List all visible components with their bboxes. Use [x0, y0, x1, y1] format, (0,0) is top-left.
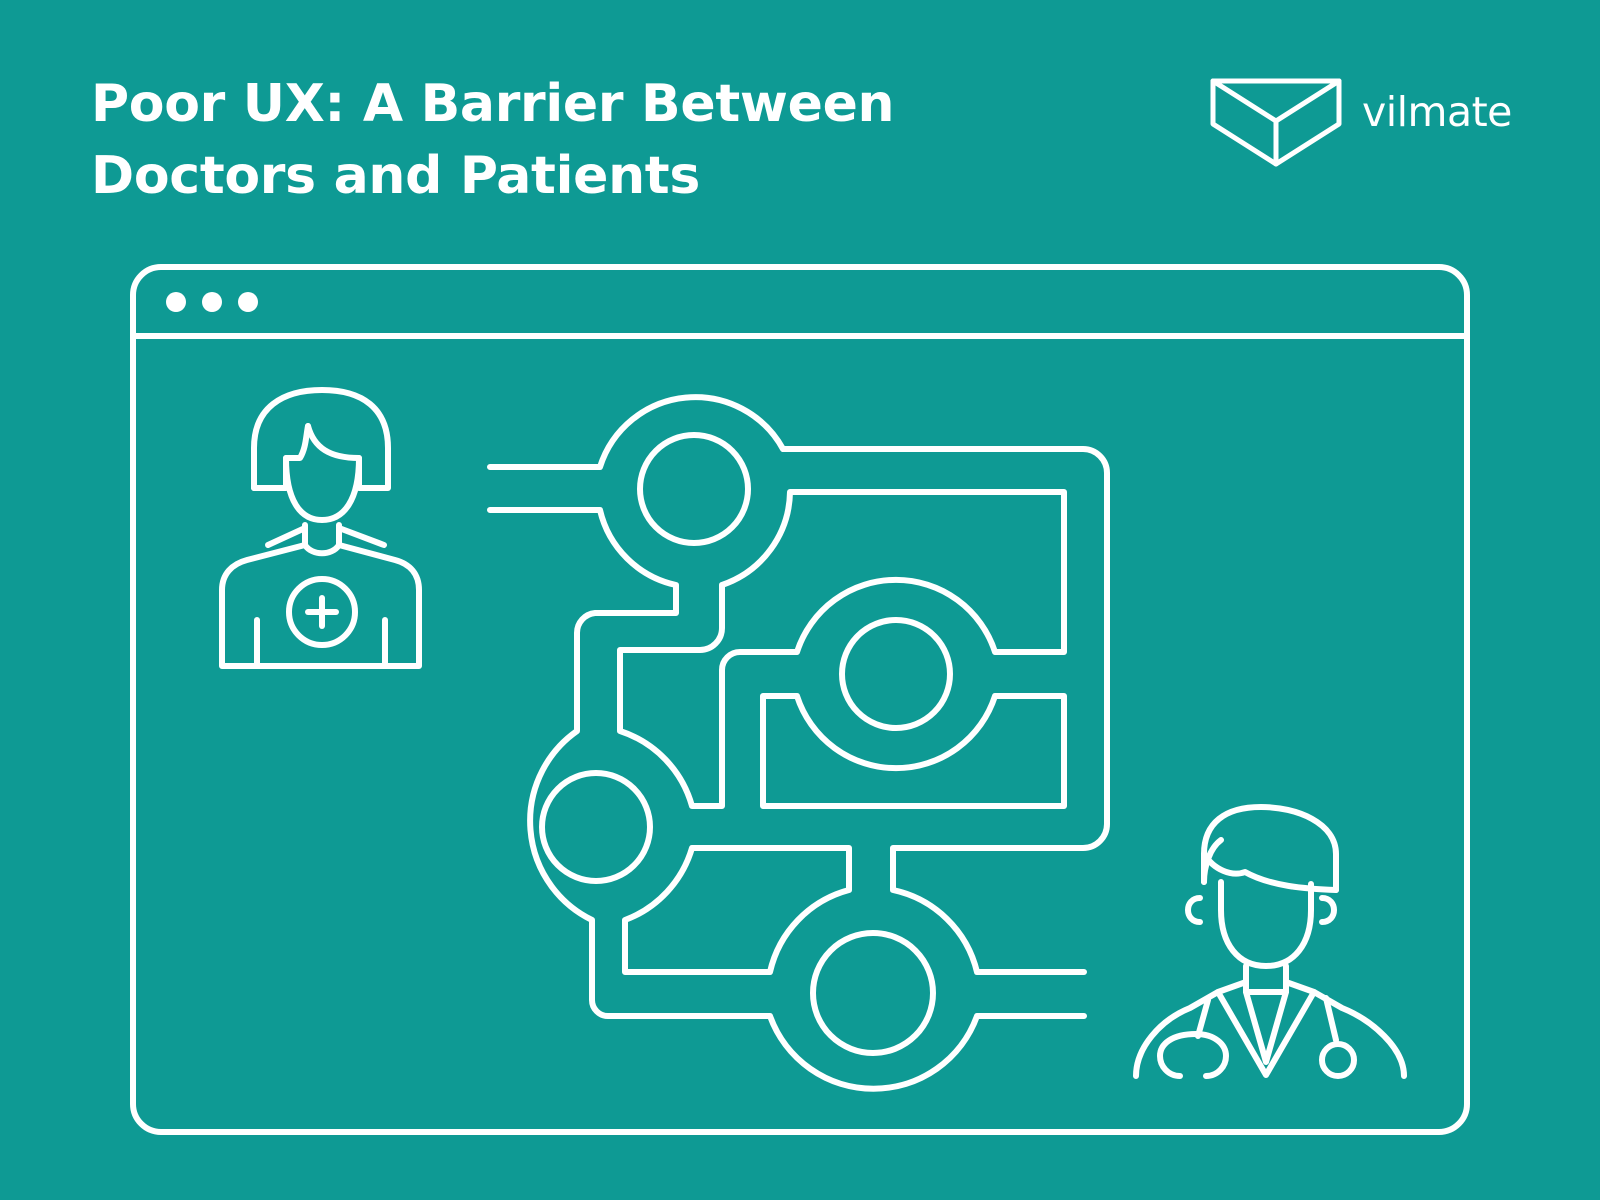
envelope-cube-logo-icon [1210, 78, 1342, 167]
brand-name: vilmate [1362, 88, 1512, 136]
brand: vilmate [1210, 76, 1520, 168]
patient-avatar-icon [219, 387, 422, 669]
title-line-1: Poor UX: A Barrier Between [91, 74, 895, 134]
title-line-2: Doctors and Patients [91, 146, 701, 206]
page-title: Poor UX: A Barrier Between Doctors and P… [91, 68, 895, 212]
doctor-avatar-icon [1133, 804, 1407, 1079]
three-dots-icon [166, 292, 258, 312]
maze-icon [487, 394, 1110, 1092]
browser-window-frame [130, 264, 1470, 1135]
